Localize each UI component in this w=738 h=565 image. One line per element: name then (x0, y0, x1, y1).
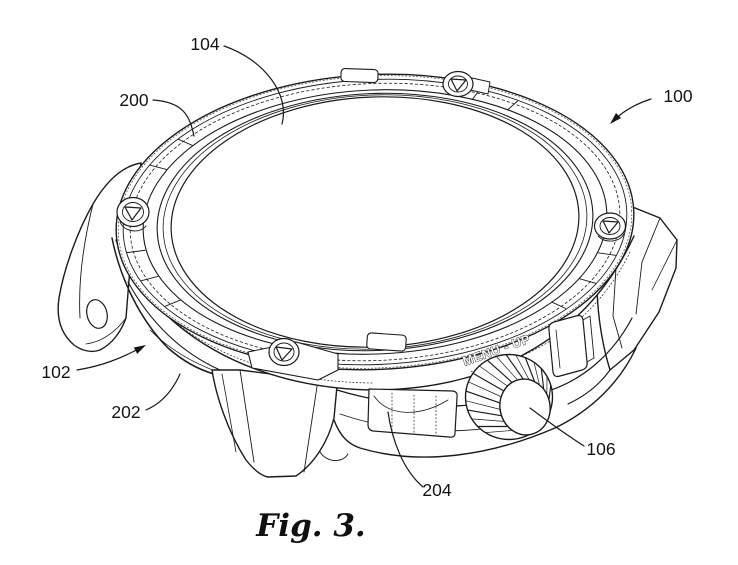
ref-106-label: 106 (586, 439, 615, 459)
ref-100-label: 100 (663, 86, 692, 106)
right-lug-facet-2 (636, 218, 660, 314)
ref-104-label: 104 (190, 34, 219, 54)
screw-top-assembly (443, 72, 490, 97)
screw-top-outer (443, 72, 473, 97)
figure-caption: Fig. 3. (255, 508, 365, 544)
leader-202 (146, 374, 180, 410)
ref-200-label: 200 (119, 90, 148, 110)
screw-left-outer (117, 198, 149, 227)
side-button-right (549, 316, 594, 377)
screw-right-outer (595, 213, 626, 239)
side-button-outline (549, 316, 587, 377)
leader-102-arrowhead (134, 345, 146, 354)
right-lug-facet-3 (652, 240, 677, 290)
front-button-panel (368, 389, 457, 437)
bezel-tab-bottom (366, 333, 406, 352)
right-lug-to-band-edge (568, 370, 610, 404)
crown-knob (466, 355, 556, 440)
bezel-tab-top (341, 68, 378, 82)
front-panel-outline (368, 389, 457, 437)
left-lug-hole (84, 298, 110, 331)
ref-102-label: 102 (41, 362, 70, 382)
ref-202-label: 202 (111, 402, 140, 422)
band-pin-detail (320, 452, 348, 461)
ref-204-label: 204 (422, 480, 451, 500)
leader-100-arrowhead (610, 113, 621, 124)
